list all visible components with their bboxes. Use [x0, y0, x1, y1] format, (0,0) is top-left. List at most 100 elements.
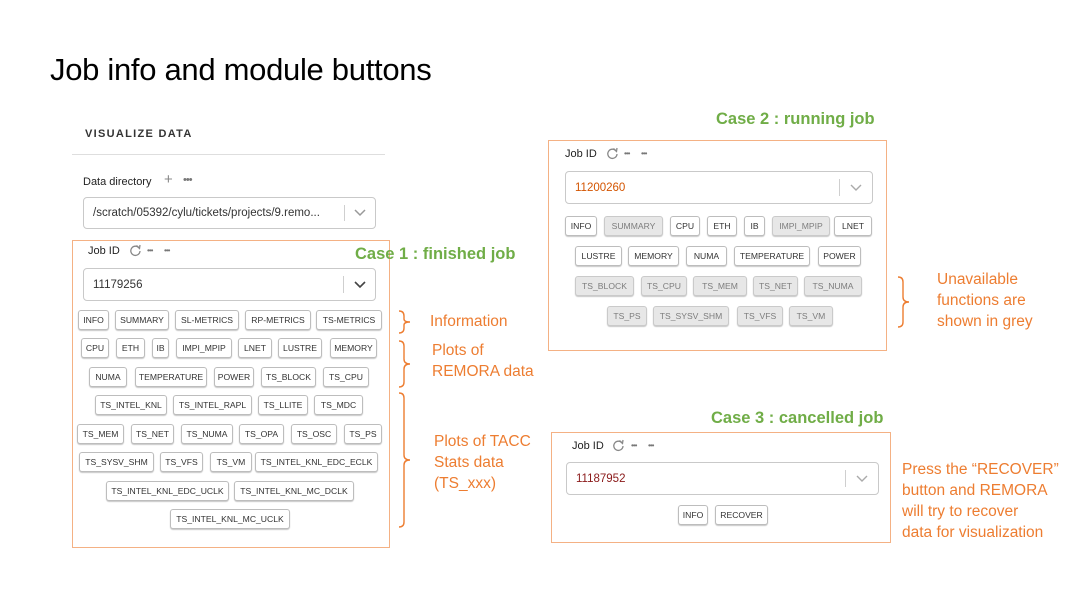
case1-power-button[interactable]: POWER: [214, 367, 254, 387]
case1-ts-intel-knl-button[interactable]: TS_INTEL_KNL: [95, 395, 167, 415]
case2-job-select[interactable]: 11200260: [565, 171, 873, 204]
case2-lustre-button[interactable]: LUSTRE: [575, 246, 622, 266]
case1-temperature-button[interactable]: TEMPERATURE: [135, 367, 207, 387]
case2-ts-sysv-shm-button[interactable]: TS_SYSV_SHM: [653, 306, 729, 326]
case2-temperature-button[interactable]: TEMPERATURE: [734, 246, 810, 266]
case2-ts-vm-button[interactable]: TS_VM: [789, 306, 833, 326]
annotation-plots-remora: Plots of REMORA data: [432, 340, 534, 382]
case1-frame: [72, 240, 390, 548]
more-icon[interactable]: •••: [183, 174, 193, 186]
chevron-down-icon[interactable]: [354, 280, 366, 289]
brace-icon: [897, 276, 910, 328]
case2-lnet-button[interactable]: LNET: [834, 216, 872, 236]
case1-job-id-value: 11179256: [93, 278, 143, 291]
case3-job-id-label: Job ID: [572, 440, 604, 452]
case2-ts-ps-button[interactable]: TS_PS: [607, 306, 647, 326]
brace-icon: [398, 392, 411, 528]
annotation-line: data for visualization: [902, 524, 1044, 541]
case1-sl-metrics-button[interactable]: SL-METRICS: [175, 310, 239, 330]
refresh-icon[interactable]: [129, 244, 142, 257]
case1-ts-llite-button[interactable]: TS_LLITE: [258, 395, 308, 415]
select-separator: [343, 276, 344, 293]
case1-ib-button[interactable]: IB: [152, 338, 169, 358]
case1-ts-intel-knl-mc-dclk-button[interactable]: TS_INTEL_KNL_MC_DCLK: [234, 481, 354, 501]
case1-cpu-button[interactable]: CPU: [81, 338, 109, 358]
case1-ts-block-button[interactable]: TS_BLOCK: [261, 367, 316, 387]
select-separator: [839, 179, 840, 196]
case2-ib-button[interactable]: IB: [744, 216, 765, 236]
more-icon[interactable]: •••: [641, 149, 647, 158]
brace-icon: [398, 310, 411, 334]
chevron-down-icon[interactable]: [856, 475, 868, 483]
case3-job-id-value: 11187952: [576, 472, 626, 485]
case3-info-button[interactable]: INFO: [678, 505, 708, 525]
case1-ts-intel-knl-edc-uclk-button[interactable]: TS_INTEL_KNL_EDC_UCLK: [106, 481, 229, 501]
more-icon[interactable]: •••: [624, 149, 630, 158]
case1-ts-mdc-button[interactable]: TS_MDC: [314, 395, 363, 415]
chevron-down-icon[interactable]: [850, 184, 862, 192]
chevron-down-icon[interactable]: [354, 209, 366, 217]
case1-rp-metrics-button[interactable]: RP-METRICS: [245, 310, 311, 330]
annotation-line: REMORA data: [432, 363, 534, 380]
case2-ts-numa-button[interactable]: TS_NUMA: [804, 276, 862, 296]
case1-job-select[interactable]: 11179256: [83, 268, 376, 301]
annotation-unavailable: Unavailable functions are shown in grey: [937, 269, 1033, 332]
case1-ts-intel-knl-edc-eclk-button[interactable]: TS_INTEL_KNL_EDC_ECLK: [255, 452, 378, 472]
case3-recover-button[interactable]: RECOVER: [715, 505, 768, 525]
case2-ts-block-button[interactable]: TS_BLOCK: [575, 276, 634, 296]
select-separator: [344, 205, 345, 221]
brace-icon: [398, 340, 411, 388]
data-directory-select[interactable]: /scratch/05392/cylu/tickets/projects/9.r…: [83, 197, 376, 229]
case1-ts-numa-button[interactable]: TS_NUMA: [181, 424, 233, 444]
refresh-icon[interactable]: [612, 439, 625, 452]
case3-job-select[interactable]: 11187952: [566, 462, 879, 495]
case2-ts-net-button[interactable]: TS_NET: [753, 276, 798, 296]
case2-impi-mpip-button[interactable]: IMPI_MPIP: [772, 216, 830, 236]
more-icon[interactable]: •••: [164, 246, 170, 255]
case2-summary-button[interactable]: SUMMARY: [604, 216, 663, 236]
annotation-recover: Press the “RECOVER” button and REMORA wi…: [902, 459, 1059, 543]
more-icon[interactable]: •••: [648, 441, 654, 450]
case2-power-button[interactable]: POWER: [818, 246, 861, 266]
case1-ts-mem-button[interactable]: TS_MEM: [77, 424, 124, 444]
case2-cpu-button[interactable]: CPU: [670, 216, 700, 236]
select-separator: [845, 470, 846, 487]
case2-ts-mem-button[interactable]: TS_MEM: [693, 276, 747, 296]
case1-ts-sysv-shm-button[interactable]: TS_SYSV_SHM: [79, 452, 154, 472]
case2-memory-button[interactable]: MEMORY: [628, 246, 679, 266]
data-directory-label: Data directory: [83, 176, 152, 188]
case1-ts-metrics-button[interactable]: TS-METRICS: [316, 310, 382, 330]
annotation-line: Unavailable: [937, 271, 1018, 288]
case2-ts-cpu-button[interactable]: TS_CPU: [641, 276, 687, 296]
more-icon[interactable]: •••: [631, 441, 637, 450]
case1-memory-button[interactable]: MEMORY: [330, 338, 377, 358]
case1-ts-intel-knl-mc-uclk-button[interactable]: TS_INTEL_KNL_MC_UCLK: [170, 509, 290, 529]
annotation-line: Plots of: [432, 342, 484, 359]
case1-eth-button[interactable]: ETH: [116, 338, 145, 358]
case3-heading: Case 3 : cancelled job: [711, 409, 884, 427]
case1-info-button[interactable]: INFO: [78, 310, 109, 330]
case1-lnet-button[interactable]: LNET: [238, 338, 272, 358]
case1-impi-mpip-button[interactable]: IMPI_MPIP: [176, 338, 232, 358]
plus-icon[interactable]: +: [164, 171, 173, 188]
annotation-line: (TS_xxx): [434, 475, 496, 492]
case1-lustre-button[interactable]: LUSTRE: [278, 338, 322, 358]
more-icon[interactable]: •••: [147, 246, 153, 255]
case1-ts-vm-button[interactable]: TS_VM: [210, 452, 252, 472]
annotation-plots-tacc: Plots of TACC Stats data (TS_xxx): [434, 431, 531, 494]
case1-ts-cpu-button[interactable]: TS_CPU: [323, 367, 369, 387]
case1-numa-button[interactable]: NUMA: [89, 367, 127, 387]
case1-ts-intel-rapl-button[interactable]: TS_INTEL_RAPL: [173, 395, 252, 415]
case1-summary-button[interactable]: SUMMARY: [115, 310, 169, 330]
case1-ts-ps-button[interactable]: TS_PS: [344, 424, 382, 444]
case1-ts-vfs-button[interactable]: TS_VFS: [160, 452, 203, 472]
case1-ts-net-button[interactable]: TS_NET: [131, 424, 174, 444]
case2-eth-button[interactable]: ETH: [707, 216, 737, 236]
annotation-line: Stats data: [434, 454, 504, 471]
case1-ts-osc-button[interactable]: TS_OSC: [291, 424, 337, 444]
case2-ts-vfs-button[interactable]: TS_VFS: [737, 306, 783, 326]
case2-info-button[interactable]: INFO: [565, 216, 597, 236]
refresh-icon[interactable]: [606, 147, 619, 160]
case2-numa-button[interactable]: NUMA: [686, 246, 727, 266]
case1-ts-opa-button[interactable]: TS_OPA: [239, 424, 284, 444]
